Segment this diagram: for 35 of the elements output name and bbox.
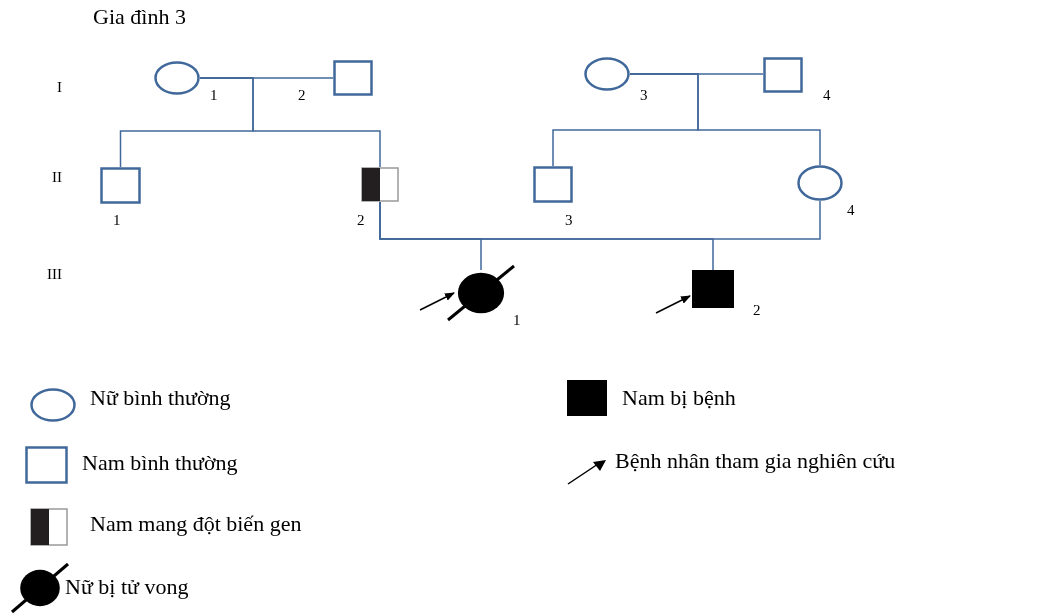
legend-text: Bệnh nhân tham gia nghiên cứu <box>615 447 896 475</box>
individual-number: 3 <box>565 213 573 228</box>
female-symbol <box>154 61 200 95</box>
individual-number: 1 <box>113 213 121 228</box>
individual-number: 2 <box>753 303 761 318</box>
female-symbol <box>584 57 630 91</box>
individual-number: 2 <box>357 213 365 228</box>
deceased-female-symbol <box>446 264 516 322</box>
generation-label: I <box>57 80 62 95</box>
female-symbol <box>797 165 843 201</box>
individual-number: 4 <box>823 88 831 103</box>
legend-text: Nam mang đột biến gen <box>90 510 302 538</box>
pedigree-line <box>379 201 714 271</box>
affected-male-symbol <box>692 270 734 308</box>
male-symbol <box>333 60 373 96</box>
legend-text: Nữ bình thường <box>90 384 231 412</box>
carrier-male-symbol <box>361 167 399 202</box>
male-symbol <box>533 166 573 203</box>
male-symbol <box>100 167 141 204</box>
generation-label: III <box>47 267 62 282</box>
pedigree-line <box>629 73 821 166</box>
proband-arrow <box>655 295 691 314</box>
individual-number: 2 <box>298 88 306 103</box>
individual-number: 1 <box>210 88 218 103</box>
proband-arrow <box>419 292 455 311</box>
individual-number: 4 <box>847 203 855 218</box>
pedigree-line <box>199 77 381 168</box>
legend-text: Nữ bị tử vong <box>65 573 189 601</box>
legend-text: Nam bị bệnh <box>622 384 736 412</box>
generation-label: II <box>52 170 62 185</box>
legend-text: Nam bình thường <box>82 449 238 477</box>
male-symbol <box>763 57 803 93</box>
individual-number: 3 <box>640 88 648 103</box>
individual-number: 1 <box>513 313 521 328</box>
title: Gia đình 3 <box>93 6 186 28</box>
